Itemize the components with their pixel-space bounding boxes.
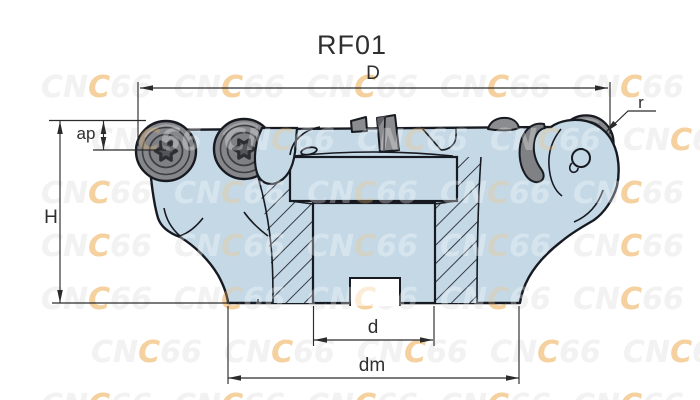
watermark-text: CNC66 xyxy=(174,176,285,211)
watermark-text: CNC66 xyxy=(440,176,551,211)
watermark-text: CNC66 xyxy=(440,282,551,317)
watermark-text: CNC66 xyxy=(490,123,601,158)
hatch-boundary-left xyxy=(251,156,274,304)
hatch-boundary-right xyxy=(476,156,482,304)
watermark-text: CNC66 xyxy=(440,388,551,400)
watermark-text: CNC66 xyxy=(440,229,551,264)
watermark-text: CNC66 xyxy=(41,176,152,211)
watermark-text: CNC66 xyxy=(573,229,684,264)
watermark-text: CNC66 xyxy=(573,388,684,400)
watermark-text: CNC66 xyxy=(573,229,684,264)
blade-edge-line xyxy=(383,116,386,151)
watermark-text: CNC66 xyxy=(41,176,152,211)
ref-lines-ap xyxy=(49,119,166,151)
blade-tip-shadow xyxy=(377,116,386,128)
watermark-text: CNC66 xyxy=(573,388,684,400)
watermark-text: CNC66 xyxy=(224,335,335,370)
watermark-text: CNC66 xyxy=(623,123,700,158)
watermark-text: CNC66 xyxy=(41,282,152,317)
counterbore-recess xyxy=(288,155,459,203)
dimension-label-ap: ap xyxy=(77,124,96,143)
dimension-label-r: r xyxy=(638,93,644,112)
watermark-text: CNC66 xyxy=(490,335,601,370)
watermark-text: CNC66 xyxy=(490,335,601,370)
dimension-label-d: d xyxy=(368,317,379,338)
watermark-text: CNC66 xyxy=(623,123,700,158)
drive-slot-notch xyxy=(349,277,401,306)
watermark-text: CNC66 xyxy=(174,388,285,400)
watermark-text: CNC66 xyxy=(41,229,152,264)
watermark-text: CNC66 xyxy=(307,388,418,400)
blade-small xyxy=(350,116,368,133)
dimension-label-H: H xyxy=(44,207,58,228)
watermark-text: CNC66 xyxy=(573,282,684,317)
watermark-text: CNC66 xyxy=(41,388,152,400)
watermark-text: CNC66 xyxy=(623,335,700,370)
watermark-text: CNC66 xyxy=(174,282,285,317)
watermark-text: CNC66 xyxy=(357,335,468,370)
pocket-tongue xyxy=(253,126,299,186)
ext-lines-D xyxy=(137,82,611,146)
watermark-text: CNC66 xyxy=(307,388,418,400)
dimension-lines xyxy=(49,82,656,384)
watermark-text: CNC66 xyxy=(174,229,285,264)
watermark-text: CNC66 xyxy=(573,282,684,317)
watermark-text: CNC66 xyxy=(91,123,202,158)
watermark-text: CNC66 xyxy=(91,335,202,370)
dimension-label-D: D xyxy=(366,63,380,84)
watermark-text: CNC66 xyxy=(307,229,418,264)
blade-large xyxy=(376,114,400,153)
dimension-label-dm: dm xyxy=(359,355,385,376)
watermark-text: CNC66 xyxy=(41,282,152,317)
watermark-text: CNC66 xyxy=(307,282,418,317)
ext-lines-d xyxy=(312,306,435,346)
counterbore-chamfers xyxy=(289,200,458,205)
watermark-text: CNC66 xyxy=(174,388,285,400)
drawing-title: RF01 xyxy=(317,30,387,60)
watermark-text: CNC66 xyxy=(307,176,418,211)
watermark-text: CNC66 xyxy=(91,335,202,370)
watermark-text: CNC66 xyxy=(41,388,152,400)
screw-hole-notch xyxy=(568,162,579,174)
watermark-text: CNC66 xyxy=(41,229,152,264)
watermark-text: CNC66 xyxy=(41,70,152,105)
pocket-detail-lines xyxy=(163,126,604,304)
watermark-text: CNC66 xyxy=(440,388,551,400)
edge-insert-bump xyxy=(487,116,520,132)
clamp-screw-hole xyxy=(571,148,591,168)
watermark-text: CNC66 xyxy=(573,70,684,105)
watermark-text: CNC66 xyxy=(623,335,700,370)
watermark-text: CNC66 xyxy=(357,335,468,370)
watermark-text: CNC66 xyxy=(224,123,335,158)
watermark-text: CNC66 xyxy=(573,176,684,211)
edge-on-blades xyxy=(350,114,400,153)
watermark-text: CNC66 xyxy=(357,123,468,158)
edge-insert-crescent xyxy=(518,122,546,184)
ext-lines-dm xyxy=(227,306,520,384)
